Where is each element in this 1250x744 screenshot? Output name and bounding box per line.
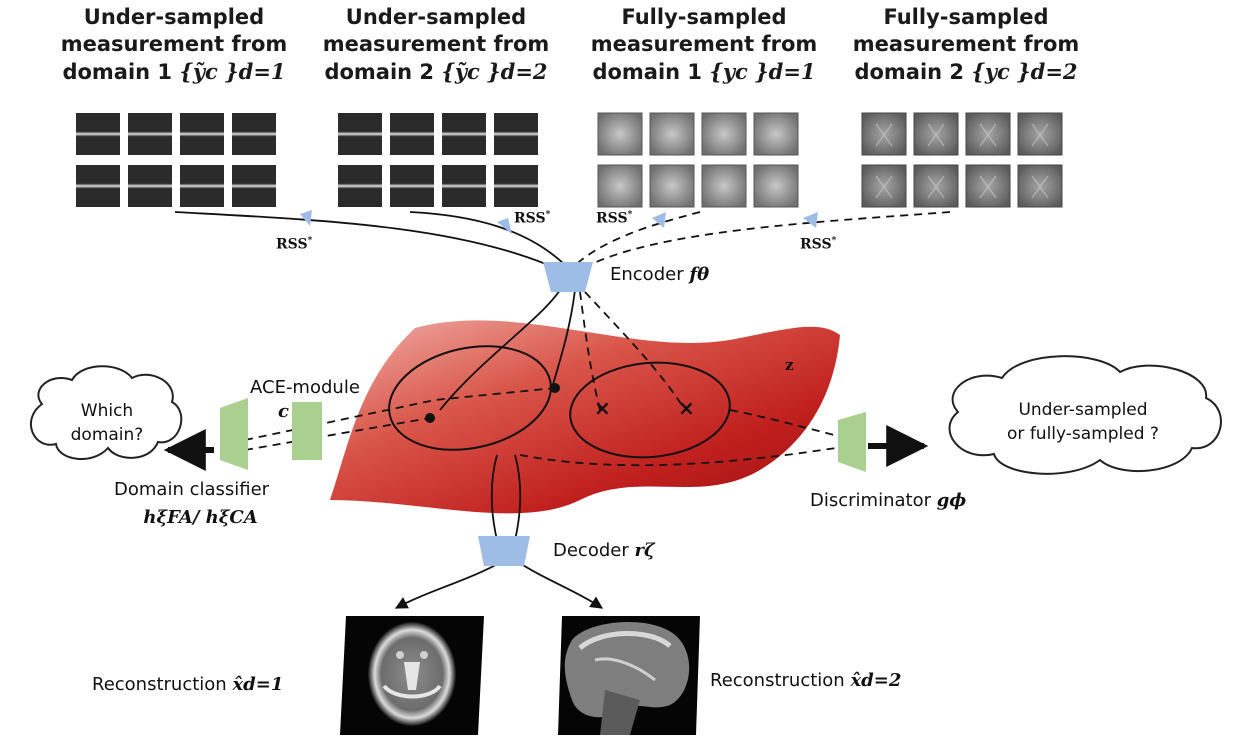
decoder-block <box>478 536 530 566</box>
discriminator-cloud-text: Under-sampled or fully-sampled ? <box>1007 400 1159 444</box>
reconstruction-axial-image <box>340 616 484 735</box>
encoder-label: Encoder fθ <box>610 264 710 285</box>
header-fullysampled-domain1: Fully-sampled measurement from domain 1 … <box>590 5 818 84</box>
svg-text:×: × <box>678 396 695 420</box>
classifier-block <box>220 398 248 470</box>
encoder-block <box>543 262 593 292</box>
undersampled-domain1-tiles <box>76 113 276 207</box>
discriminator-label: Discriminator gϕ <box>810 490 967 511</box>
classifier-cloud <box>30 365 183 461</box>
classifier-cloud-text: Which domain? <box>70 401 144 445</box>
ace-module-block <box>292 402 322 460</box>
rss-label-4: RSS* <box>800 236 837 253</box>
fullysampled-domain1-tiles <box>597 112 799 208</box>
header-undersampled-domain2: Under-sampled measurement from domain 2 … <box>322 5 550 84</box>
discriminator-cloud <box>948 355 1222 475</box>
header-fullysampled-domain2: Fully-sampled measurement from domain 2 … <box>852 5 1080 84</box>
reconstruction-label-1: Reconstruction x̂d=1 <box>92 674 284 695</box>
domain-classifier-label: Domain classifier hξFA/ hξCA <box>114 479 270 528</box>
decoder-label: Decoder rζ <box>553 540 655 561</box>
latent-manifold <box>330 320 840 514</box>
fullysampled-domain2-tiles <box>861 112 1063 208</box>
latent-space-label: z <box>785 356 794 374</box>
header-undersampled-domain1: Under-sampled measurement from domain 1 … <box>60 5 288 84</box>
ace-module-label: ACE-module c <box>250 377 360 422</box>
undersampled-domain2-tiles <box>338 113 538 207</box>
rss-label-3: RSS* <box>596 210 633 227</box>
reconstruction-sagittal-image <box>558 616 700 735</box>
rss-label-1: RSS* <box>276 236 313 253</box>
cluster-fullysampled <box>569 361 731 459</box>
cluster-undersampled <box>388 345 552 451</box>
discriminator-block <box>838 412 866 472</box>
reconstruction-label-2: Reconstruction x̂d=2 <box>710 670 902 691</box>
rss-label-2: RSS* <box>514 210 551 227</box>
svg-text:×: × <box>594 396 611 420</box>
